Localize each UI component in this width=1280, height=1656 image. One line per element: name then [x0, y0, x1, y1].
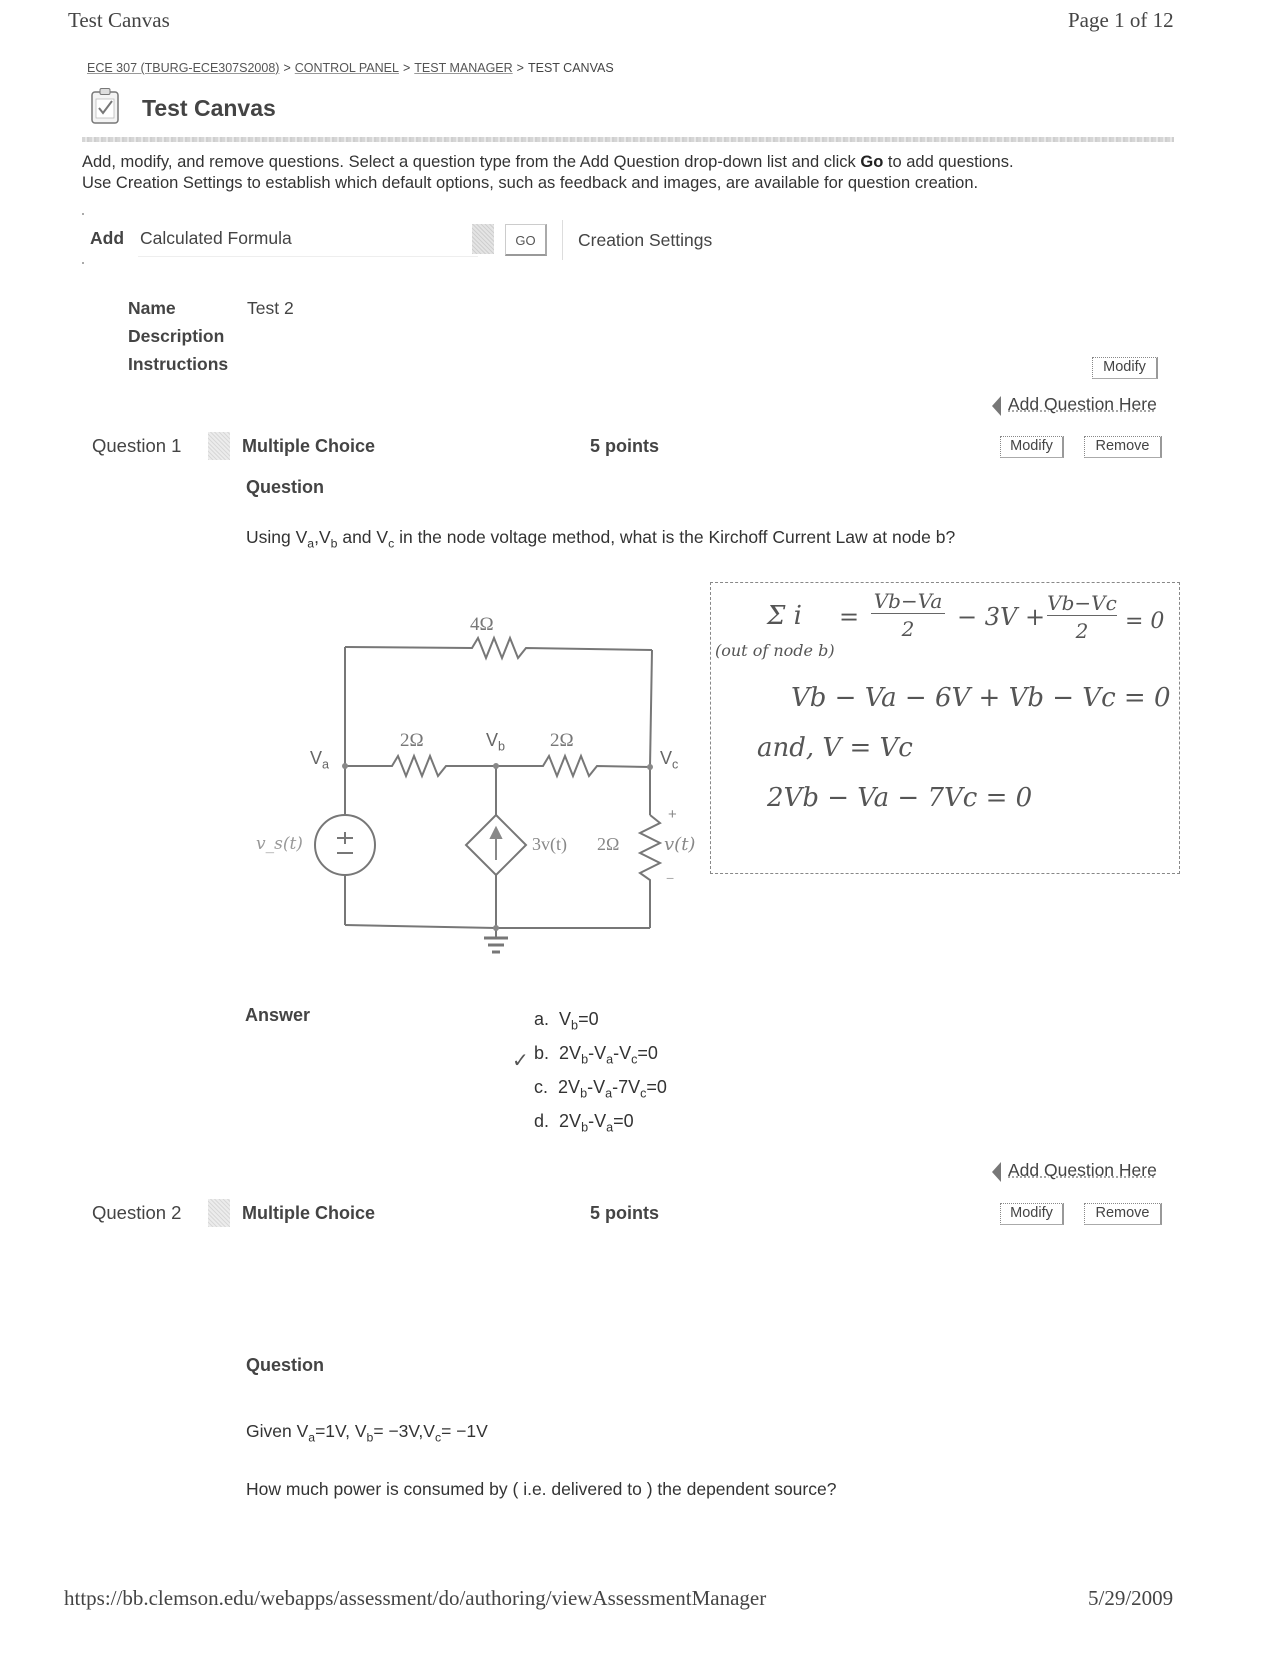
question-2-remove-button[interactable]: Remove: [1084, 1203, 1162, 1225]
label-plus: +: [668, 806, 677, 823]
go-button[interactable]: GO: [505, 224, 547, 256]
hand-line3: and, V = Vc: [757, 733, 913, 763]
breadcrumb: ECE 307 (TBURG-ECE307S2008)>CONTROL PANE…: [87, 61, 614, 75]
hand-line2: Vb − Va − 6V + Vb − Vc = 0: [791, 683, 1171, 713]
label-source-vs: v_s(t): [256, 834, 303, 854]
question-1-number: Question 1: [92, 435, 182, 456]
breadcrumb-current: TEST CANVAS: [527, 61, 614, 75]
answer-option-a: a. Vb=0: [534, 1009, 599, 1033]
label-2-ohm-ab: 2Ω: [400, 730, 424, 751]
name-label: Name: [128, 298, 176, 318]
page-instructions: Add, modify, and remove questions. Selec…: [82, 152, 1192, 194]
answer-letter: b.: [534, 1043, 550, 1063]
q-text-part: Using V: [246, 527, 308, 547]
hand-frac1-num: Vb−Va: [871, 589, 945, 614]
page-title: Test Canvas: [142, 95, 276, 121]
question-1-section-label: Question: [246, 477, 325, 497]
q-text-sub: c: [388, 536, 395, 551]
label-node-a: Va: [310, 748, 330, 772]
breadcrumb-control-panel[interactable]: CONTROL PANEL: [294, 61, 399, 75]
hand-minus-3v: − 3V +: [957, 603, 1046, 631]
hand-frac2-den: 2: [1075, 619, 1089, 643]
question-type-select[interactable]: [138, 224, 478, 257]
correct-check-icon: ✓: [512, 1050, 529, 1072]
add-label: Add: [90, 228, 125, 248]
question-2-text: How much power is consumed by ( i.e. del…: [246, 1479, 837, 1499]
question-1-points: 5 points: [590, 436, 660, 456]
intro-text: Add, modify, and remove questions. Selec…: [82, 153, 861, 171]
question-1-modify-button[interactable]: Modify: [1000, 436, 1064, 458]
name-value: Test 2: [247, 298, 294, 318]
breadcrumb-test-manager[interactable]: TEST MANAGER: [414, 61, 513, 75]
label-2-ohm-bc: 2Ω: [550, 730, 574, 751]
modify-test-info-button[interactable]: Modify: [1092, 357, 1158, 379]
decorative-dot: [82, 213, 84, 215]
arrow-left-icon: [992, 1162, 1001, 1182]
hand-frac1-den: 2: [901, 617, 915, 641]
question-type-select-value[interactable]: Calculated Formula: [140, 228, 292, 248]
intro-text-line2: Use Creation Settings to establish which…: [82, 174, 979, 192]
answer-option-d: d. 2Vb-Va=0: [534, 1111, 634, 1135]
handwritten-annotation-box: Σ i = Vb−Va 2 − 3V + Vb−Vc 2 = 0 (out of…: [710, 582, 1180, 874]
print-footer-url: https://bb.clemson.edu/webapps/assessmen…: [64, 1586, 767, 1610]
circuit-schematic: [314, 635, 663, 954]
hand-sum-i: Σ i: [767, 601, 802, 631]
question-2-type: Multiple Choice: [242, 1203, 376, 1223]
breadcrumb-separator: >: [516, 61, 524, 75]
arrow-left-icon: [992, 396, 1001, 416]
question-2-number: Question 2: [92, 1202, 182, 1223]
q-text-sub: a: [307, 536, 315, 551]
question-2-points: 5 points: [590, 1203, 660, 1223]
drag-handle-icon[interactable]: [208, 432, 230, 460]
hand-frac2-num: Vb−Vc: [1047, 591, 1117, 616]
breadcrumb-separator: >: [283, 61, 291, 75]
dropdown-arrow-icon[interactable]: [472, 224, 494, 254]
hand-line4: 2Vb − Va − 7Vc = 0: [767, 783, 1033, 813]
label-v-out: v(t): [664, 834, 696, 855]
answer-label: Answer: [245, 1005, 311, 1025]
q-text-part: in the node voltage method, what is the …: [394, 527, 956, 547]
intro-text: to add questions.: [883, 153, 1014, 171]
intro-go-emphasis: Go: [860, 153, 884, 171]
toolbar-divider: [562, 220, 563, 260]
label-node-c: Vc: [660, 748, 679, 772]
question-2-section-label: Question: [246, 1355, 325, 1375]
print-header-title: Test Canvas: [68, 8, 170, 32]
hand-out-of-node-b: (out of node b): [715, 641, 835, 660]
circuit-diagram: 4Ω 2Ω 2Ω Va Vb Vc v_s(t) 3v(t) 2Ω + v(t)…: [240, 570, 720, 970]
description-label: Description: [128, 326, 225, 346]
drag-handle-icon[interactable]: [208, 1199, 230, 1227]
breadcrumb-course[interactable]: ECE 307 (TBURG-ECE307S2008): [87, 61, 280, 75]
label-4-ohm: 4Ω: [470, 614, 494, 635]
hand-equals-zero: = 0: [1125, 609, 1165, 634]
label-dependent-source: 3v(t): [532, 834, 567, 854]
answer-letter: a.: [534, 1009, 550, 1029]
label-2-ohm-load: 2Ω: [597, 834, 620, 854]
label-minus: −: [666, 870, 675, 886]
question-1-text: Using Va,Vb and Vc in the node voltage m…: [246, 527, 956, 551]
q-text-sub: b: [330, 536, 338, 551]
print-footer-date: 5/29/2009: [1088, 1586, 1174, 1610]
add-question-here-link-2[interactable]: Add Question Here: [1008, 1160, 1157, 1180]
question-2-given: Given Va=1V, Vb= −3V,Vc= −1V: [246, 1421, 488, 1445]
print-page-number: Page 1 of 12: [1068, 8, 1174, 32]
answer-option-c-correct: c. 2Vb-Va-7Vc=0: [534, 1077, 667, 1101]
hand-equals: =: [839, 603, 860, 631]
question-1-type: Multiple Choice: [242, 436, 376, 456]
answer-letter: c.: [534, 1077, 549, 1097]
label-node-b: Vb: [486, 730, 506, 754]
question-1-remove-button[interactable]: Remove: [1084, 436, 1162, 458]
q-text-part: and V: [337, 527, 389, 547]
creation-settings-link[interactable]: Creation Settings: [578, 230, 713, 250]
decorative-dot: [82, 262, 84, 264]
breadcrumb-separator: >: [402, 61, 411, 75]
q-text-part: ,V: [314, 527, 331, 547]
add-question-here-link[interactable]: Add Question Here: [1008, 394, 1157, 414]
question-2-modify-button[interactable]: Modify: [1000, 1203, 1064, 1225]
clipboard-check-icon: [90, 87, 120, 125]
answer-letter: d.: [534, 1111, 550, 1131]
instructions-label: Instructions: [128, 354, 229, 374]
header-divider: [82, 137, 1174, 142]
answer-option-b: b. 2Vb-Va-Vc=0: [534, 1043, 658, 1067]
